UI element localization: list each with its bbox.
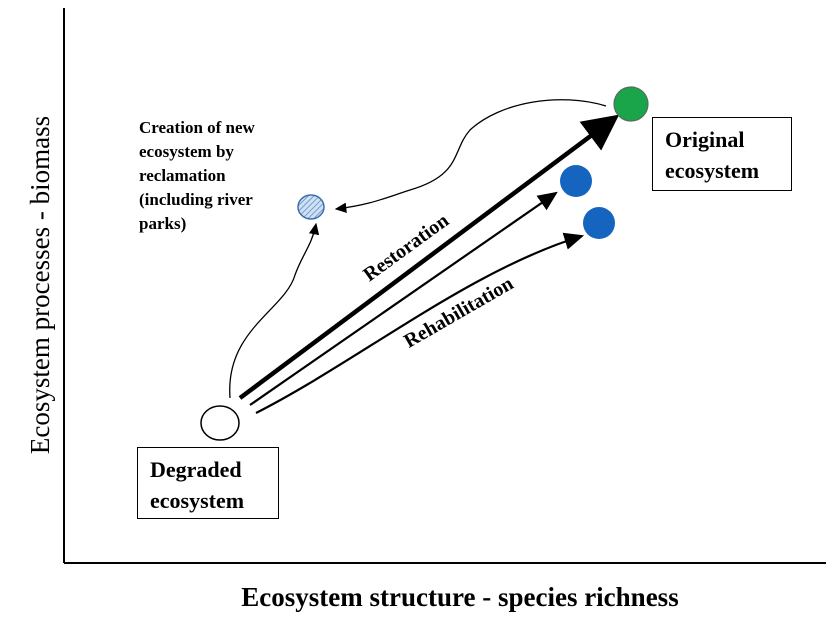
- creation-line5: parks): [139, 214, 187, 233]
- partial-recovery-node: [560, 165, 592, 197]
- creation-line2: ecosystem by: [139, 142, 234, 161]
- partial-restoration-arrow: [249, 191, 558, 406]
- original-label-line2: ecosystem: [665, 158, 760, 183]
- rehabilitated-node: [583, 207, 615, 239]
- creation-note: Creation of new ecosystem by reclamation…: [139, 116, 255, 236]
- original-ecosystem-node: [613, 86, 649, 122]
- degraded-ecosystem-node: [200, 405, 240, 441]
- y-axis-label: Ecosystem processes - biomass: [25, 115, 55, 455]
- original-ecosystem-box: Original ecosystem: [652, 117, 792, 191]
- degraded-label-line2: ecosystem: [150, 488, 245, 513]
- creation-line4: (including river: [139, 190, 253, 209]
- x-axis-label: Ecosystem structure - species richness: [241, 582, 679, 612]
- reclamation-arrow: [229, 222, 320, 399]
- degraded-label-line1: Degraded: [150, 457, 242, 482]
- restoration-arrow: [238, 114, 620, 400]
- original-to-creation-arrow: [334, 99, 607, 213]
- creation-line1: Creation of new: [139, 118, 255, 137]
- rehabilitation-arrow: [255, 232, 585, 414]
- degraded-ecosystem-box: Degraded ecosystem: [137, 447, 279, 519]
- creation-ecosystem-node: [297, 194, 325, 220]
- original-label-line1: Original: [665, 127, 745, 152]
- creation-line3: reclamation: [139, 166, 226, 185]
